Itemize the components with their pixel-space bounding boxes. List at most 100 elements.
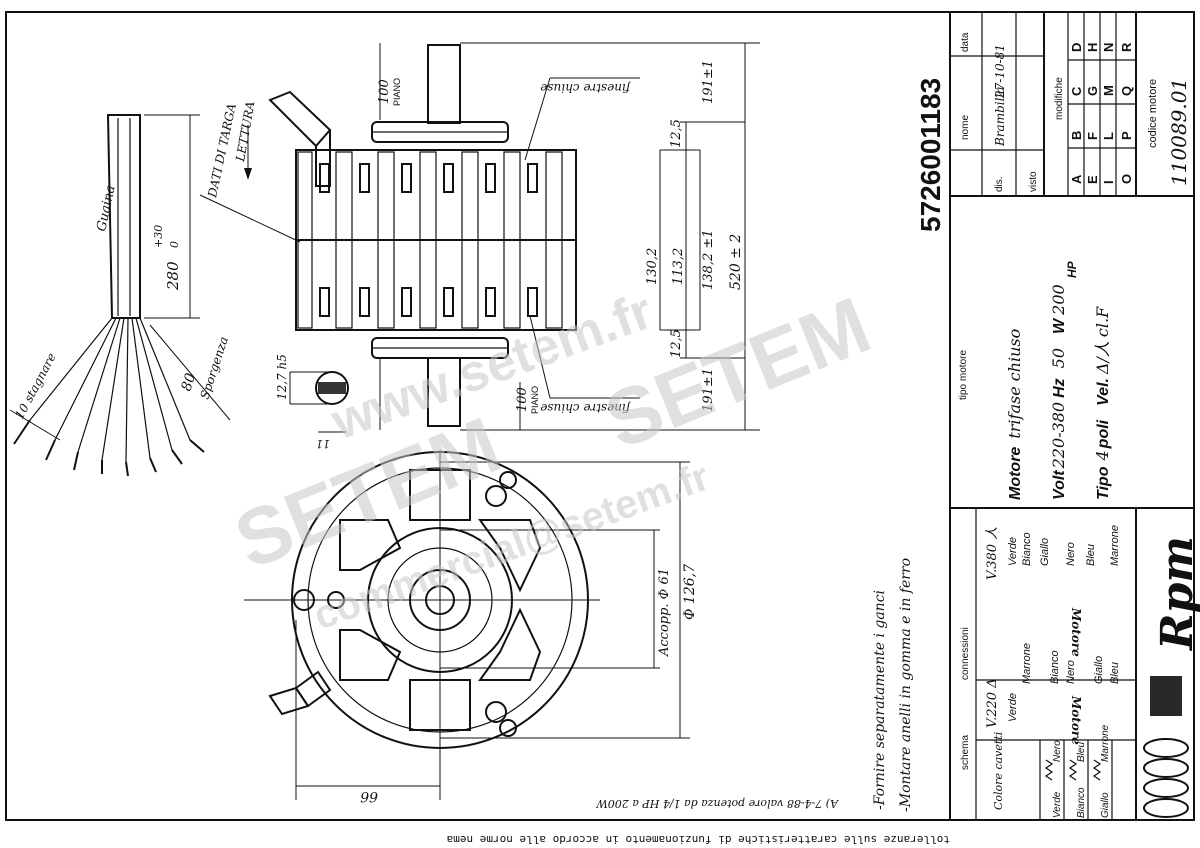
wire-220: Nero	[1065, 660, 1077, 684]
piano-label-top: PIANO	[392, 78, 402, 106]
coil-bottom-wire: Bianco	[1076, 787, 1087, 818]
wire-220: Bleu	[1109, 662, 1121, 684]
mod-letter: L	[1101, 132, 1116, 140]
dim-520: 520 ± 2	[728, 234, 744, 290]
stripped-dim: 80	[179, 371, 200, 393]
modifiche-label: modifiche	[1054, 77, 1065, 120]
svg-text:Volt220-380Hz50W200: Volt220-380Hz50W200	[1049, 284, 1068, 500]
connessioni-label: connessioni	[960, 627, 971, 680]
dim-138: 138,2 ±1	[701, 229, 716, 290]
motor-side-view: DATI DI TARGA LETTURA finestre chiuse fi…	[199, 42, 760, 450]
wire-220: Bianco	[1049, 650, 1061, 684]
lead-tol-upper: +30	[152, 225, 165, 248]
piano-label-bottom: PIANO	[530, 386, 540, 414]
motore-label: Motore	[1007, 447, 1024, 500]
dati-targa-label: DATI DI TARGA	[205, 102, 239, 200]
wires-380: Verde Bianco Giallo Nero Bleu Marrone	[1007, 525, 1121, 566]
dim-113: 113,2	[671, 248, 686, 285]
wire-220: Giallo	[1093, 656, 1105, 684]
hz-value: 50	[1049, 348, 1068, 368]
motore-label-220: Motore	[1069, 695, 1083, 745]
drawing-number: 5726001183	[915, 78, 946, 232]
hp-label: HP	[1065, 260, 1079, 278]
lead-wires-view: Guaina 280 +30 0 80 Sporgenza 10 stagnar…	[9, 114, 231, 477]
mod-letter: A	[1069, 174, 1084, 184]
mod-letter: B	[1069, 131, 1084, 140]
motore-label-380: Motore	[1069, 607, 1083, 657]
mod-letter: I	[1101, 180, 1116, 184]
poli-value: 4	[1093, 450, 1112, 461]
nome-label: nome	[960, 115, 971, 140]
dis-label: dis.	[994, 176, 1005, 192]
tipo-motore-label: tipo motore	[958, 350, 969, 400]
w-label: W	[1051, 317, 1068, 334]
mod-letter: G	[1085, 86, 1100, 96]
schema-label: schema	[960, 735, 971, 770]
vel-label: Vel.	[1095, 378, 1112, 406]
coil-top-wire: Marrone	[1100, 724, 1111, 762]
wire-380: Verde	[1007, 537, 1019, 566]
dim-12-5-top: 12,5	[669, 119, 684, 148]
logo-text: Rpm	[1152, 536, 1200, 652]
mod-letter: M	[1101, 85, 1116, 96]
coil-table	[1039, 740, 1113, 820]
sheet-border	[5, 11, 1195, 821]
shaft-diameter-dim: 12,7 h5	[275, 354, 289, 400]
signature: Brambilla	[993, 87, 1007, 147]
guaina-label: Guaina	[94, 184, 118, 233]
coil-top-wire: Nero	[1052, 740, 1063, 762]
coil-bottom-wire: Verde	[1052, 791, 1063, 818]
dim-130: 130,2	[645, 248, 660, 285]
mod-letter: E	[1085, 175, 1100, 184]
tipo-label: Tipo	[1095, 466, 1112, 500]
flat-dim: 11	[316, 437, 330, 450]
coil-bottom-wire: Giallo	[1100, 792, 1111, 818]
modifiche-grid: A B C D E F G H I L M N O P Q R	[1069, 42, 1134, 184]
finestre-chiuse-top: finestre chiuse	[540, 81, 631, 95]
motor-front-view: Φ 126,7 Accopp. Φ 61 66	[244, 450, 698, 804]
hz-label: Hz	[1051, 378, 1068, 398]
volt-value: 220-380	[1049, 402, 1068, 469]
revision-note: A) 7-4-88 valore potenza da 1/4 HP a 200…	[595, 797, 839, 810]
wire-380: Bianco	[1021, 532, 1033, 566]
v220-label: V.220 Δ	[985, 678, 1000, 728]
mod-letter: R	[1119, 42, 1134, 52]
finestre-chiuse-bottom: finestre chiuse	[540, 401, 631, 415]
mod-letter: N	[1101, 43, 1116, 52]
class-value: cl.F	[1093, 306, 1112, 337]
title-block: 5726001183 nome data dis. visto Brambill…	[915, 12, 1200, 820]
dim-191-top: 191±1	[701, 60, 716, 104]
v380-label: V.380 人	[985, 527, 1000, 580]
codice-label: codice motore	[1147, 79, 1159, 148]
note-anelli: -Montare anelli in gomma e in ferro	[898, 558, 914, 812]
mod-letter: F	[1085, 132, 1100, 140]
wires-220: Verde Marrone Bianco Nero Giallo Bleu	[1007, 643, 1121, 722]
mod-letter: C	[1069, 86, 1084, 96]
dim-12-5-bottom: 12,5	[669, 329, 684, 358]
volt-label: Volt	[1051, 470, 1068, 500]
wire-380: Giallo	[1039, 538, 1051, 566]
poli-label: poli	[1095, 419, 1112, 449]
motore-value: trifase chiuso	[1005, 329, 1024, 439]
note-ganci: -Fornire separatamente i ganci	[872, 590, 888, 810]
wire-380: Bleu	[1085, 544, 1097, 566]
mod-letter: Q	[1119, 86, 1134, 96]
vel-value: Δ/人	[1093, 341, 1112, 375]
dim-191-bottom: 191±1	[701, 368, 716, 412]
mod-letter: O	[1119, 174, 1134, 184]
phi126-dim: Φ 126,7	[682, 564, 698, 620]
tolerance-note: tolleranze sulle caratteristiche di funz…	[447, 833, 950, 846]
codice-motore: 110089.01	[1167, 78, 1191, 186]
lead-tol-lower: 0	[168, 241, 181, 248]
visto-label: visto	[1028, 171, 1039, 192]
sporgenza-label: Sporgenza	[198, 335, 231, 401]
rpm-logo: Rpm	[1143, 536, 1200, 818]
colore-cavetti-label: Colore cavetti	[992, 732, 1005, 810]
coil-top-wire: Bleu	[1076, 742, 1087, 762]
watermarks: www.setem.fr SETEM SETEM commercial@sete…	[223, 280, 882, 638]
svg-text:Motoretrifase chiuso: Motore trifase chiuso	[1005, 329, 1024, 500]
phi61-dim: Accopp. Φ 61	[657, 568, 672, 657]
dim-66: 66	[360, 788, 378, 804]
wire-220: Marrone	[1021, 643, 1033, 684]
